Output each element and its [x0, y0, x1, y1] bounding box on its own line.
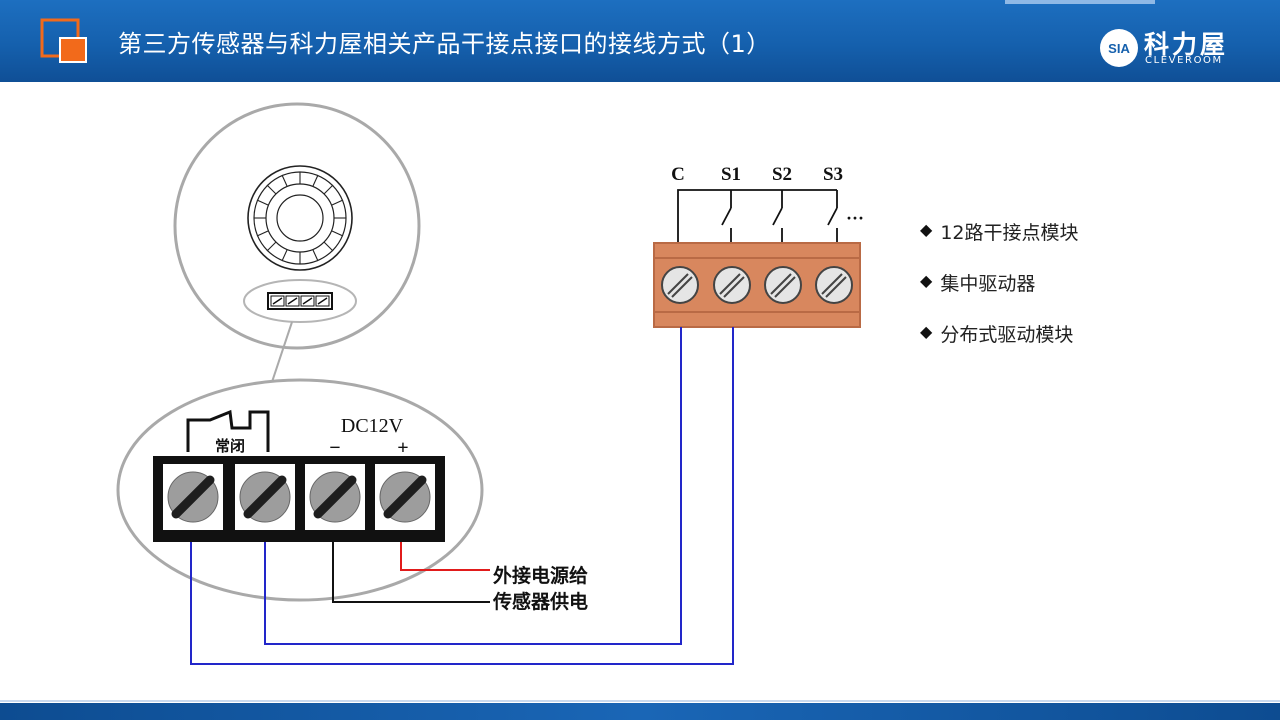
brand-badge-text: SIA — [1108, 41, 1130, 56]
screw-icon — [815, 266, 853, 304]
sensor-terminal-zoom: 常闭 DC12V − + — [116, 378, 484, 602]
terminal-label-s2: S2 — [772, 164, 792, 185]
list-item-text: 12路干接点模块 — [940, 222, 1079, 244]
slide-logo-mark-icon — [40, 18, 87, 63]
footer-divider — [0, 700, 1280, 702]
power-note-line2: 传感器供电 — [492, 590, 588, 613]
list-item: ◆ 分布式驱动模块 — [920, 320, 1079, 371]
diamond-bullet-icon: ◆ — [920, 322, 933, 341]
list-item-text: 分布式驱动模块 — [940, 324, 1074, 346]
voltage-label: DC12V — [341, 415, 404, 437]
terminal-label-s1: S1 — [721, 164, 741, 185]
wire-red-plus — [400, 542, 490, 571]
brand-badge-icon: SIA — [1100, 29, 1138, 67]
brand-logo: SIA 科力屋 CLEVEROOM — [1098, 27, 1248, 69]
diamond-bullet-icon: ◆ — [920, 220, 933, 239]
sensor-mini-terminal-icon — [267, 292, 333, 310]
dry-contact-terminal: C S1 S2 S3 ··· — [653, 164, 864, 328]
brand-name: 科力屋 — [1144, 30, 1229, 59]
wires — [190, 327, 734, 665]
sensor-top-view — [173, 102, 421, 383]
footer-bar — [0, 703, 1280, 720]
terminal-screws — [163, 464, 435, 530]
list-item-text: 集中驱动器 — [940, 273, 1036, 295]
module-screws — [661, 266, 853, 304]
power-note-line1: 外接电源给 — [493, 564, 588, 587]
list-item: ◆ 12路干接点模块 — [920, 218, 1079, 269]
nc-jumper-wire — [186, 409, 270, 452]
terminal-label-c: C — [671, 164, 685, 185]
brand-subtitle: CLEVEROOM — [1145, 55, 1223, 66]
nc-label: 常闭 — [215, 437, 245, 455]
wire-black-minus — [332, 542, 490, 603]
sensor-lens-icon — [247, 165, 353, 271]
list-item: ◆ 集中驱动器 — [920, 269, 1079, 320]
compatible-products-list: ◆ 12路干接点模块 ◆ 集中驱动器 ◆ 分布式驱动模块 — [920, 218, 1079, 371]
header-bar — [0, 0, 1280, 82]
header-accent-strip — [1005, 0, 1155, 4]
screw-icon — [764, 266, 802, 304]
terminal-label-s3: S3 — [823, 164, 843, 185]
wire-blue-outer — [190, 327, 734, 665]
switch-contacts — [677, 189, 838, 243]
zoom-callout-line — [271, 321, 293, 383]
more-terminals-ellipsis: ··· — [846, 208, 864, 228]
wire-blue-inner — [264, 327, 682, 645]
plus-label: + — [397, 437, 408, 459]
minus-label: − — [329, 437, 340, 459]
screw-icon — [713, 266, 751, 304]
diamond-bullet-icon: ◆ — [920, 271, 933, 290]
slide-title: 第三方传感器与科力屋相关产品干接点接口的接线方式（1） — [118, 30, 771, 58]
screw-icon — [661, 266, 699, 304]
